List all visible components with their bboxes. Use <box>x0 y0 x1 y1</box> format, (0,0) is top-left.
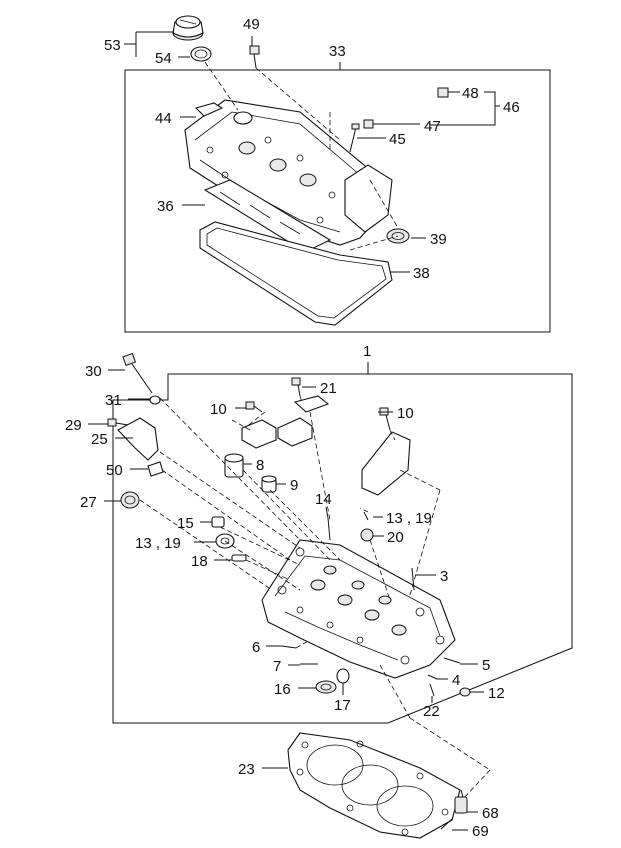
label-23: 23 <box>238 761 255 778</box>
cover-bracket <box>194 102 224 117</box>
label-29: 29 <box>65 417 82 434</box>
label-22: 22 <box>423 703 440 720</box>
sensor-bolt <box>440 818 453 830</box>
head-cover-group <box>124 15 551 333</box>
plug-12 <box>459 687 471 697</box>
label-21: 21 <box>320 380 337 397</box>
cover-gasket <box>199 221 393 326</box>
label-17: 17 <box>334 697 351 714</box>
stud-6 <box>281 645 297 649</box>
label-31: 31 <box>105 392 122 409</box>
camshaft-cap-mid <box>277 417 313 447</box>
label-30: 30 <box>85 363 102 380</box>
cap-bolt-right <box>379 407 391 431</box>
cap-bolt-top <box>291 377 301 397</box>
seal-ring-17 <box>336 668 350 684</box>
label-53: 53 <box>104 37 121 54</box>
label-50: 50 <box>106 462 123 479</box>
small-lifter <box>261 475 277 493</box>
label-45: 45 <box>389 131 406 148</box>
label-27: 27 <box>80 494 97 511</box>
pin-22 <box>429 683 435 697</box>
label-9: 9 <box>290 477 298 494</box>
part-number-labels: 53 54 49 33 48 46 47 45 44 36 39 38 1 30… <box>65 16 520 840</box>
pipe-stud <box>327 517 331 541</box>
seal-plug <box>147 461 164 477</box>
cover-bolt <box>249 36 260 69</box>
label-38: 38 <box>413 265 430 282</box>
label-54: 54 <box>155 50 172 67</box>
label-3: 3 <box>440 568 448 585</box>
head-bolt <box>122 352 153 394</box>
cap-gasket <box>190 46 212 62</box>
label-49: 49 <box>243 16 260 33</box>
seal-ring-16 <box>315 680 337 694</box>
camshaft-cap-long <box>361 431 411 496</box>
bottom-leaders <box>88 369 484 831</box>
plug-20 <box>360 528 374 542</box>
cap-bolt-left <box>245 401 263 413</box>
label-12: 12 <box>488 685 505 702</box>
stud-5 <box>443 657 461 664</box>
label-1: 1 <box>363 343 371 360</box>
label-39: 39 <box>430 231 447 248</box>
spring-seat <box>211 516 225 528</box>
camshaft-oil-seal <box>120 491 140 509</box>
top-leaders <box>124 31 500 273</box>
cylinder-head-group <box>107 352 573 801</box>
cover-stud <box>349 123 360 153</box>
head-gasket <box>287 732 461 839</box>
label-7: 7 <box>273 658 281 675</box>
label-5: 5 <box>482 657 490 674</box>
camshaft-cap-top <box>293 395 330 413</box>
label-68: 68 <box>482 805 499 822</box>
label-33: 33 <box>329 43 346 60</box>
label-16: 16 <box>274 681 291 698</box>
pcv-hose <box>363 87 449 129</box>
label-25: 25 <box>91 431 108 448</box>
label-44: 44 <box>155 110 172 127</box>
stud-4 <box>427 674 438 680</box>
valve-cover <box>184 99 393 246</box>
label-8: 8 <box>256 457 264 474</box>
label-10-left: 10 <box>210 401 227 418</box>
head-cover-frame <box>124 69 551 333</box>
stud-3 <box>411 567 415 591</box>
hydraulic-lifter <box>224 453 244 478</box>
label-14: 14 <box>315 491 332 508</box>
label-4: 4 <box>452 672 460 689</box>
oil-filler-cap <box>172 15 204 41</box>
head-bolt-washer <box>149 395 161 405</box>
spark-plug-sensor <box>454 789 468 814</box>
engine-bracket <box>117 417 159 461</box>
label-46: 46 <box>503 99 520 116</box>
label-36: 36 <box>157 198 174 215</box>
bracket-bolt <box>107 418 129 427</box>
label-13-19-right: 13 , 19 <box>386 510 432 527</box>
valve-guide <box>363 511 369 521</box>
label-48: 48 <box>462 85 479 102</box>
label-47: 47 <box>424 118 441 135</box>
label-15: 15 <box>177 515 194 532</box>
label-10-right: 10 <box>397 405 414 422</box>
label-18: 18 <box>191 553 208 570</box>
label-69: 69 <box>472 823 489 840</box>
baffle-plate <box>203 179 332 253</box>
label-20: 20 <box>387 529 404 546</box>
camshaft-cap-left <box>241 419 277 449</box>
cylinder-head <box>261 539 456 679</box>
label-6: 6 <box>252 639 260 656</box>
label-13-19-left: 13 , 19 <box>135 535 181 552</box>
dowel-pin <box>231 554 247 562</box>
